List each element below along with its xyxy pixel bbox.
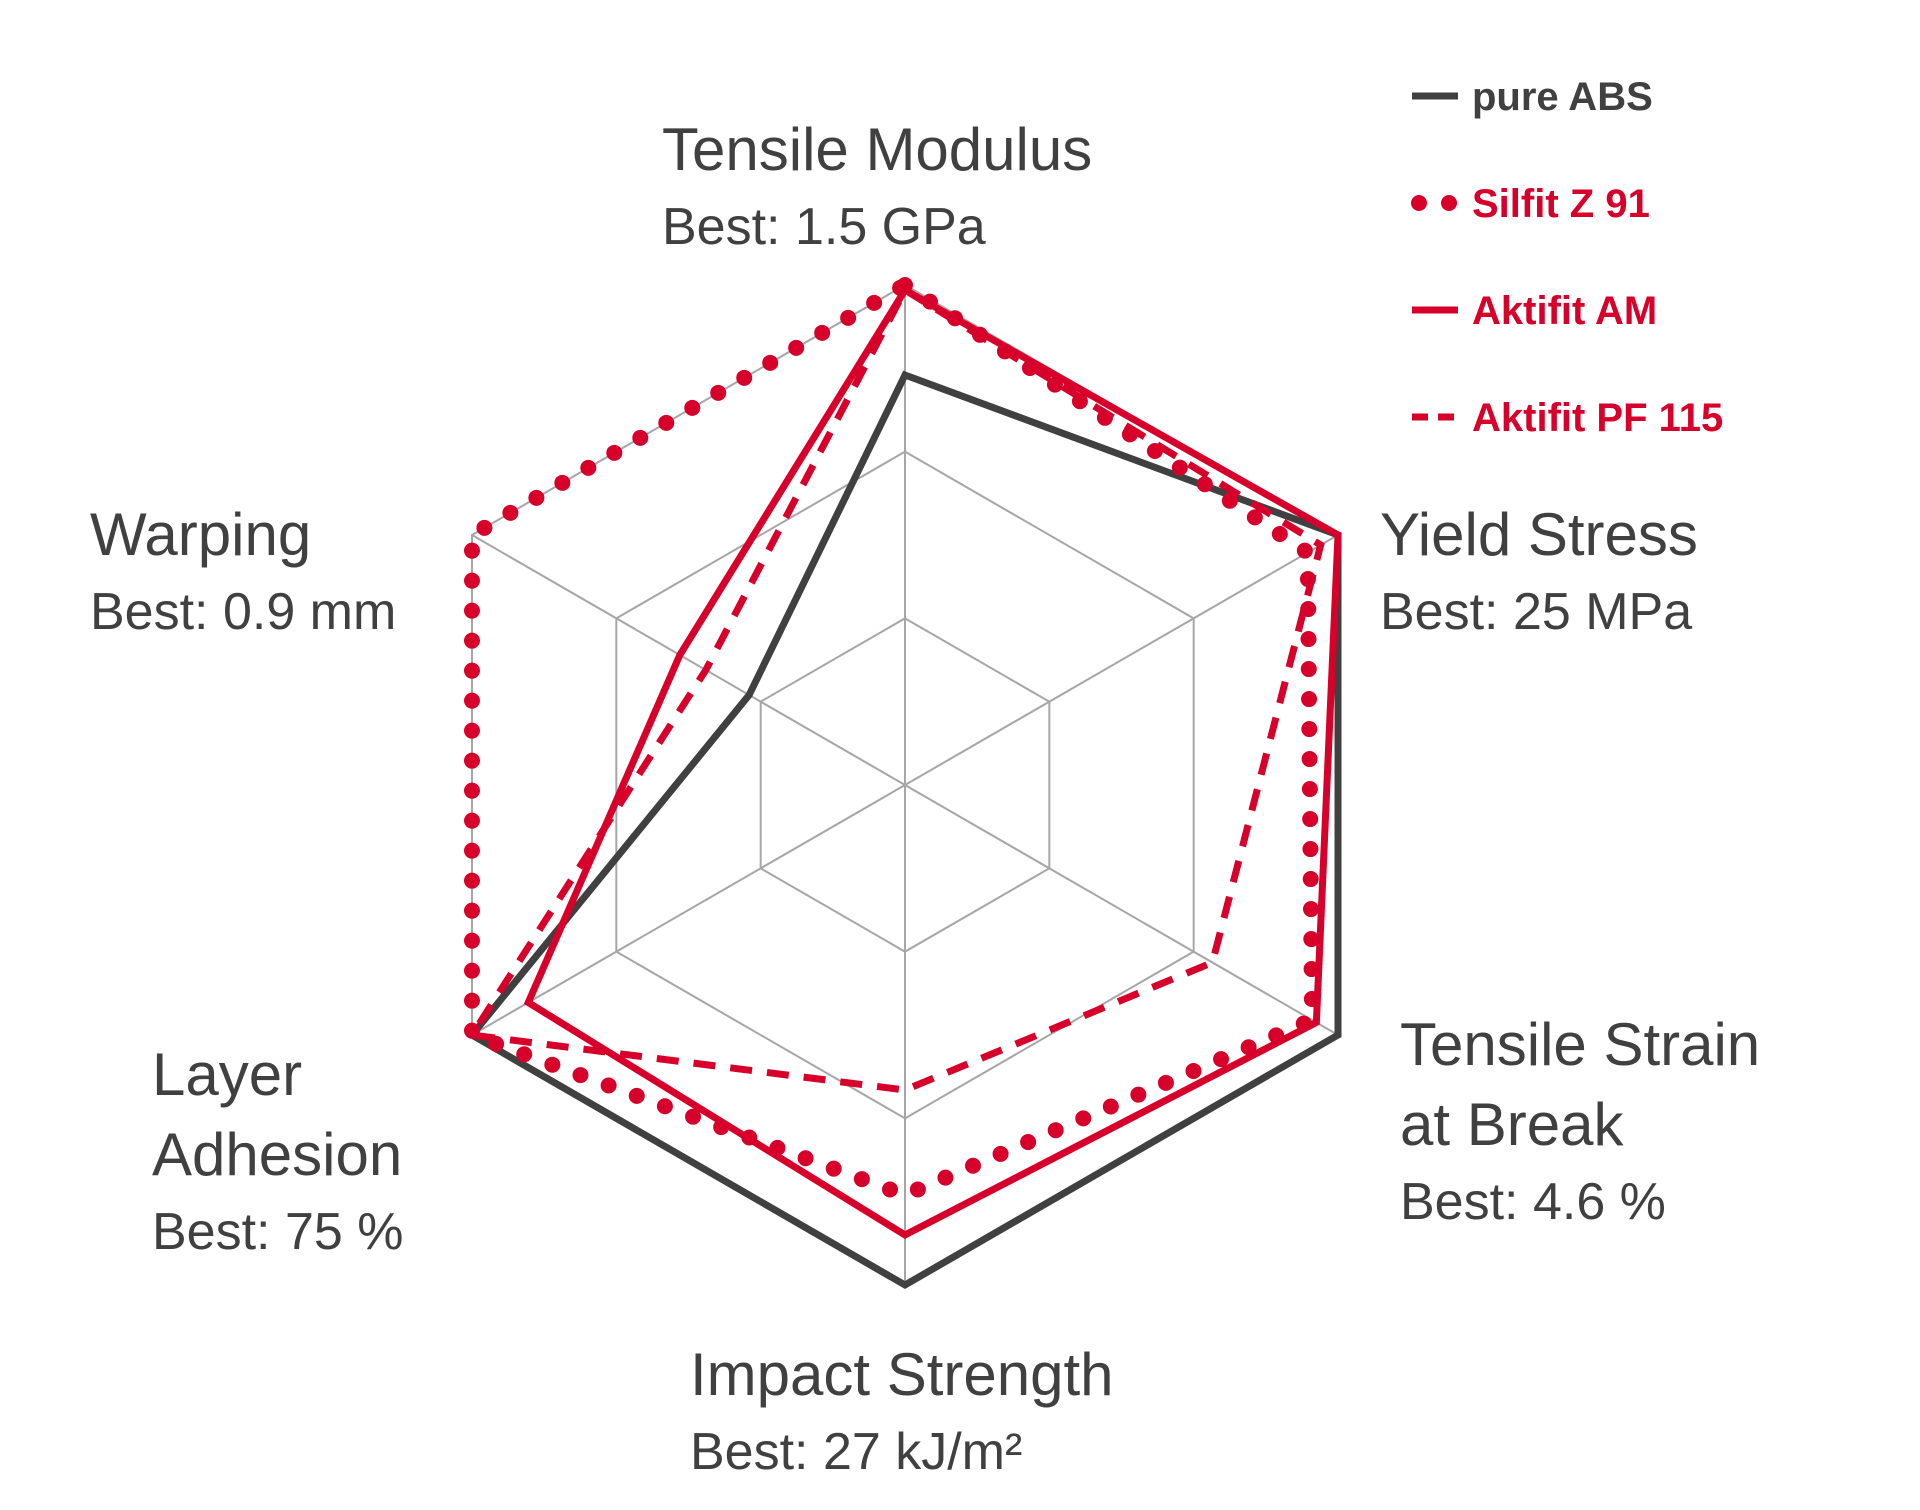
legend-label: pure ABS (1472, 75, 1653, 119)
legend-item-1: pure ABS (1412, 75, 1653, 119)
axis-best-2: Best: 25 MPa (1380, 583, 1692, 641)
axis-label-5-line-1: Layer (152, 1041, 302, 1108)
axis-best-4: Best: 27 kJ/m² (690, 1423, 1022, 1481)
legend: pure ABS Silfit Z 91 Aktifit AM Aktifit PF … (1411, 75, 1723, 440)
axis-label-3-line-2: at Break (1400, 1091, 1624, 1158)
grid-spoke-3 (904, 784, 1339, 1036)
legend-item-2: Silfit Z 91 (1411, 182, 1650, 226)
radar-grid (470, 283, 1340, 1287)
legend-label: Aktifit PF 115 (1472, 396, 1723, 440)
axis-label-1-line-1: Tensile Modulus (662, 116, 1092, 183)
legend-swatch-dot (1441, 195, 1457, 211)
legend-label: Aktifit AM (1472, 289, 1657, 333)
axis-label-5-line-2: Adhesion (152, 1121, 402, 1188)
grid-spoke-6 (471, 534, 906, 786)
radar-series (463, 275, 1342, 1290)
grid-spoke-2 (904, 534, 1339, 786)
axis-best-3: Best: 4.6 % (1400, 1173, 1666, 1231)
series-aktifit-pf-115 (466, 285, 1325, 1094)
axis-best-5: Best: 75 % (152, 1203, 403, 1261)
legend-item-3: Aktifit AM (1412, 289, 1657, 333)
axis-label-3-line-1: Tensile Strain (1400, 1011, 1760, 1078)
legend-swatch-dot (1411, 195, 1427, 211)
axis-label-6-line-1: Warping (90, 501, 311, 568)
grid-spoke-5 (471, 784, 906, 1036)
legend-label: Silfit Z 91 (1472, 182, 1650, 226)
axis-label-2-line-1: Yield Stress (1380, 501, 1698, 568)
legend-item-4: Aktifit PF 115 (1412, 396, 1723, 440)
series-aktifit-am (523, 285, 1342, 1240)
axis-best-1: Best: 1.5 GPa (662, 198, 986, 256)
series-silfit-z-91 (463, 275, 1321, 1204)
axis-label-4-line-1: Impact Strength (690, 1341, 1114, 1408)
axis-best-6: Best: 0.9 mm (90, 583, 396, 641)
